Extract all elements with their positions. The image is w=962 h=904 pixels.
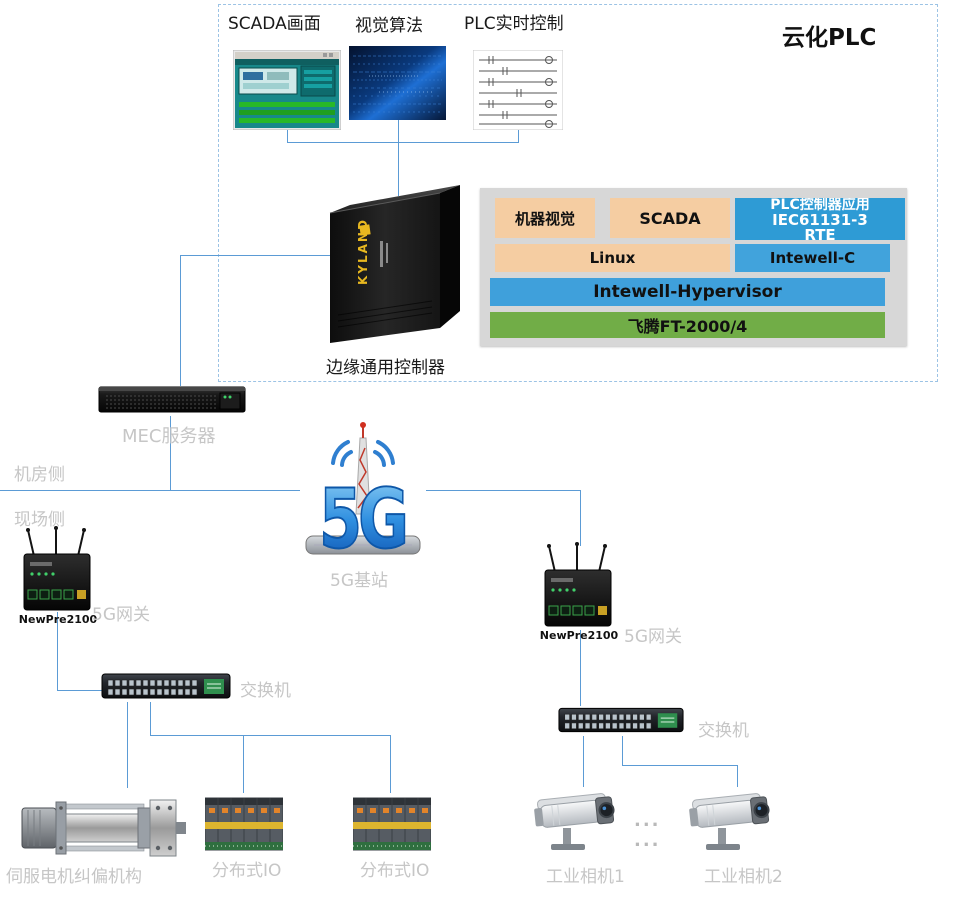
industrial-camera1-label: 工业相机1 [546, 867, 625, 887]
connector-line [57, 690, 102, 691]
connector-line [737, 765, 738, 787]
stack-linux: Linux [495, 244, 730, 272]
industrial-camera2-label: 工业相机2 [704, 867, 783, 887]
servo-motor-label: 伺服电机纠偏机构 [6, 867, 142, 887]
vision-algorithm-thumbnail [349, 46, 446, 120]
stack-cpu: 飞腾FT-2000/4 [490, 312, 885, 338]
connector-line [622, 765, 738, 766]
gateway-right-image [544, 542, 612, 627]
distributed-io1-label: 分布式IO [212, 861, 282, 881]
ellipsis-text: ... [634, 830, 661, 851]
stack-intewell-c: Intewell-C [735, 244, 890, 272]
connector-line [390, 735, 391, 793]
software-stack-panel: 机器视觉 SCADA PLC控制器应用 IEC61131-3 RTE Linux… [480, 188, 907, 346]
connector-line [622, 736, 623, 766]
switch-left-label: 交换机 [240, 681, 291, 701]
servo-motor-image [21, 799, 186, 857]
stack-plc-app-line1: PLC控制器应用 [770, 198, 870, 213]
stack-hypervisor: Intewell-Hypervisor [490, 278, 885, 306]
ellipsis-text: ... [634, 810, 661, 831]
connector-line [180, 255, 330, 256]
edge-controller-caption: 边缘通用控制器 [326, 358, 445, 378]
connector-line [287, 142, 519, 143]
switch-left-image [101, 673, 231, 699]
industrial-camera2-image [689, 793, 770, 850]
5g-base-station-image: 5G [300, 418, 426, 560]
distributed-io1-image [205, 797, 283, 851]
gateway-left-name: NewPre2100 [18, 613, 98, 626]
label-vision-algo: 视觉算法 [355, 16, 423, 36]
distributed-io2-image [353, 797, 431, 851]
connector-line [57, 612, 58, 690]
site-side-label: 现场侧 [14, 510, 65, 530]
switch-right-label: 交换机 [698, 721, 749, 741]
connector-line [180, 255, 181, 386]
industrial-camera1-image [534, 793, 615, 850]
gateway-left-label: 5G网关 [92, 605, 150, 625]
connector-line [243, 735, 244, 793]
room-side-label: 机房侧 [14, 465, 65, 485]
connector-line [170, 416, 171, 491]
connector-line [398, 118, 399, 143]
stack-machine-vision: 机器视觉 [495, 198, 595, 238]
switch-right-image [558, 707, 684, 733]
stack-plc-app: PLC控制器应用 IEC61131-3 RTE [735, 198, 905, 240]
connector-line [127, 702, 128, 788]
edge-controller-image: KYLAND [329, 185, 460, 343]
connector-line [583, 736, 584, 787]
stack-plc-app-line3: RTE [804, 225, 836, 240]
5g-base-station-label: 5G基站 [330, 571, 388, 591]
connector-line [580, 490, 581, 546]
scada-screenshot-thumbnail [233, 50, 341, 130]
gateway-right-name: NewPre2100 [539, 629, 619, 642]
distributed-io2-label: 分布式IO [360, 861, 430, 881]
connector-line [287, 130, 288, 143]
connector-line [580, 630, 581, 706]
connector-line [150, 702, 151, 736]
label-scada-screen: SCADA画面 [228, 14, 321, 34]
stack-scada: SCADA [610, 198, 730, 238]
cloud-plc-panel [218, 4, 938, 382]
connector-line [398, 142, 399, 196]
gateway-right-label: 5G网关 [624, 627, 682, 647]
mec-server-label: MEC服务器 [122, 426, 216, 447]
connector-line [518, 130, 519, 143]
mec-server-image [98, 386, 246, 413]
gateway-left-image [23, 526, 91, 611]
connector-line [150, 735, 391, 736]
controller-brand-text: KYLAND [356, 218, 370, 285]
plc-ladder-thumbnail [473, 50, 563, 130]
label-plc-realtime: PLC实时控制 [464, 14, 564, 34]
room-field-divider-line [0, 490, 580, 491]
panel-title: 云化PLC [782, 25, 877, 51]
stack-plc-app-line2: IEC61131-3 [772, 210, 868, 229]
5g-logo-text: 5G [319, 473, 405, 560]
